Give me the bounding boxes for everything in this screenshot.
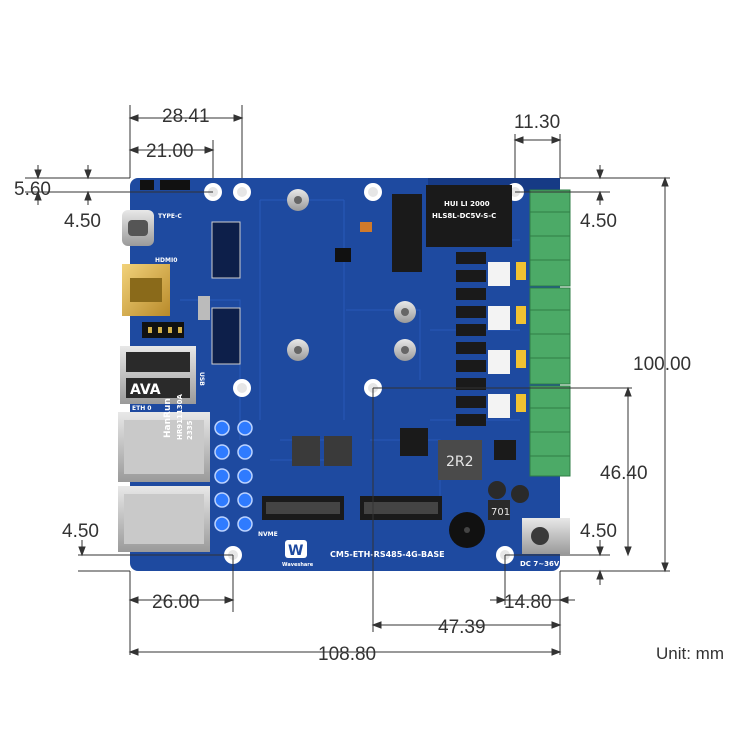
dc-jack	[522, 518, 570, 554]
mounting-hole	[364, 183, 382, 201]
standoff	[287, 189, 309, 211]
power-inductor: 2R2	[438, 440, 482, 480]
dimension-labels: 28.41 21.00 5.60 4.50 11.30 4.50 100.00 …	[14, 106, 691, 665]
unit-label: Unit: mm	[656, 644, 724, 663]
mounting-hole	[233, 379, 251, 397]
terminal-block	[529, 189, 571, 477]
dim-top-21-00: 21.00	[146, 141, 194, 162]
usb-a-port: AVA	[120, 346, 196, 404]
dim-left-4-50-bottom: 4.50	[62, 521, 99, 542]
dim-top-28-41: 28.41	[162, 106, 210, 127]
m2-slot	[262, 496, 344, 520]
standoff	[394, 301, 416, 323]
nvme-label: NVME	[258, 531, 278, 538]
typec-label: TYPE-C	[158, 213, 182, 220]
dim-right-4-50-top: 4.50	[580, 211, 617, 232]
dim-bottom-14-80: 14.80	[504, 592, 552, 613]
ethernet-label-3: 2335	[186, 420, 194, 440]
led-indicators	[214, 420, 253, 532]
dim-bottom-26-00: 26.00	[152, 592, 200, 613]
usb-label: USB	[198, 372, 205, 386]
chip-label: 701	[491, 507, 510, 518]
brand-label: Waveshare	[282, 562, 314, 568]
dim-right-4-50-bottom: 4.50	[580, 521, 617, 542]
dimension-lines	[25, 105, 670, 656]
svg-text:AVA: AVA	[130, 382, 161, 398]
usb-type-c-port	[122, 210, 154, 246]
relay: HUI LI 2000 HLS8L-DC5V-S-C	[426, 185, 512, 247]
relay-brand: HUI LI 2000	[444, 200, 490, 208]
hdmi-port	[122, 264, 170, 316]
standoff	[287, 339, 309, 361]
waveshare-logo: W Waveshare	[282, 540, 314, 568]
dim-left-4-50-top: 4.50	[64, 211, 101, 232]
board-model-label: CM5-ETH-RS485-4G-BASE	[330, 550, 445, 559]
hdmi-label: HDMI0	[155, 257, 177, 264]
dim-left-5-60: 5.60	[14, 179, 51, 200]
ethernet-port: HanRun HR911130A 2335	[118, 394, 210, 482]
dim-bottom-108-80: 108.80	[318, 644, 376, 665]
eth-label: ETH 0	[132, 405, 151, 412]
dim-right-100-00: 100.00	[633, 354, 691, 375]
buzzer	[449, 512, 485, 548]
ethernet-port	[118, 486, 210, 552]
pcb-board: AVA HanRun HR911130A 2335	[118, 178, 571, 571]
dim-right-46-40: 46.40	[600, 463, 648, 484]
standoff	[394, 339, 416, 361]
svg-text:W: W	[288, 543, 303, 559]
m2-slot	[360, 496, 442, 520]
dim-top-11-30: 11.30	[514, 112, 560, 133]
ethernet-label-2: HR911130A	[176, 394, 184, 440]
relay-model: HLS8L-DC5V-S-C	[432, 212, 496, 220]
power-label: DC 7~36V	[520, 560, 560, 568]
mounting-hole	[233, 183, 251, 201]
dim-bottom-47-39: 47.39	[438, 617, 486, 638]
ethernet-label-1: HanRun	[163, 398, 173, 438]
inductor-label: 2R2	[446, 454, 474, 470]
